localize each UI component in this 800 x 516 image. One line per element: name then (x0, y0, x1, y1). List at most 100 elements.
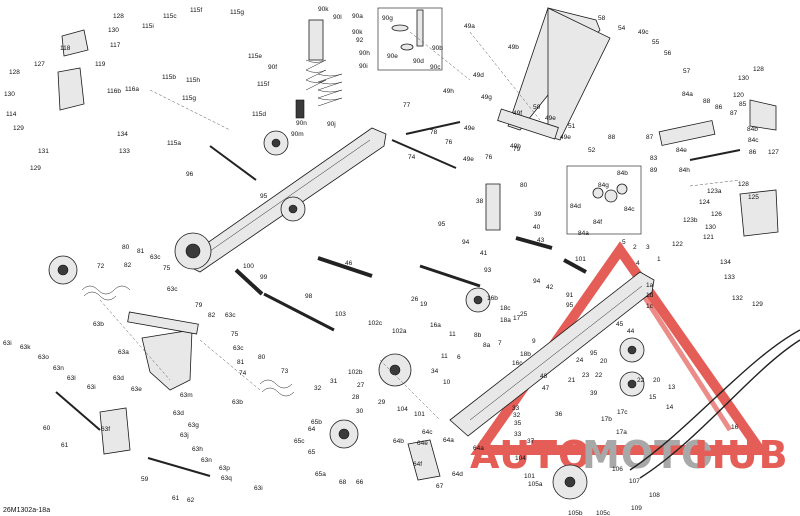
part-callout: 115g (230, 9, 244, 16)
part-callout: 49f (513, 110, 522, 117)
part-callout: 115g (182, 95, 196, 102)
part-callout: 104 (515, 455, 526, 462)
part-callout: 104 (397, 406, 408, 413)
part-callout: 48 (540, 373, 548, 380)
part-callout: 63c (233, 345, 244, 352)
part-callout: 49b (508, 44, 519, 51)
part-callout: 64b (393, 438, 404, 445)
part-callout: 90c (430, 64, 441, 71)
part-callout: 44 (627, 328, 635, 335)
part-callout: 91 (566, 292, 574, 299)
part-callout: 90a (352, 13, 363, 20)
part-callout: 63a (118, 349, 129, 356)
part-callout: 128 (113, 13, 124, 20)
part-callout: 17a (616, 429, 627, 436)
part-callout: 65 (308, 449, 316, 456)
part-callout: 94 (533, 278, 541, 285)
part-callout: 57 (683, 68, 691, 75)
part-callout: 33 (514, 431, 522, 438)
part-callout: 120 (733, 92, 744, 99)
part-callout: 73 (281, 368, 289, 375)
slide-runner (629, 329, 800, 479)
part-callout: 79 (195, 302, 203, 309)
part-callout: 127 (34, 61, 45, 68)
part-callout: 88 (608, 134, 616, 141)
part-callout: 102a (392, 328, 407, 335)
part-callout: 64a (473, 445, 484, 452)
part-callout: 27 (357, 382, 365, 389)
part-callout: 76 (445, 139, 453, 146)
part-callout: 133 (724, 274, 735, 281)
part-callout: 84a (578, 230, 589, 237)
part-callout: 101 (575, 256, 586, 263)
part-callout: 107 (629, 478, 640, 485)
part-callout: 87 (646, 134, 654, 141)
part-callout: 90d (413, 58, 424, 65)
part-callout: 80 (520, 182, 528, 189)
part-callout: 84g (598, 182, 609, 189)
part-callout: 124 (699, 199, 710, 206)
part-callout: 127 (768, 149, 779, 156)
part-callout: 63i (87, 384, 96, 391)
part-callout: 133 (119, 148, 130, 155)
part-callout: 75 (163, 265, 171, 272)
part-callout: 15 (649, 394, 657, 401)
part-callout: 63c (167, 286, 178, 293)
part-callout: 61 (172, 495, 180, 502)
part-callout: 20 (600, 358, 608, 365)
part-callout: 63l (67, 375, 76, 382)
part-callout: 82 (208, 312, 216, 319)
part-callout: 7 (498, 340, 502, 347)
part-callout: 66 (356, 479, 364, 486)
part-callout: 63f (101, 426, 110, 433)
part-callout: 115c (163, 13, 177, 20)
part-callout: 63n (201, 457, 212, 464)
part-callout: 105c (596, 510, 611, 516)
part-callout: 54 (618, 25, 626, 32)
part-callout: 21 (568, 377, 576, 384)
part-callout: 17c (617, 409, 628, 416)
part-callout: 123a (707, 188, 722, 195)
part-callout: 118 (60, 45, 71, 52)
part-callout: 11 (449, 331, 456, 338)
part-callout: 39 (534, 211, 542, 218)
part-callout: 84e (676, 147, 687, 154)
axles (55, 121, 741, 477)
part-callout: 95 (260, 193, 268, 200)
front-shock (295, 19, 327, 119)
part-callout: 18a (500, 317, 511, 324)
part-callout: 84a (682, 91, 693, 98)
part-callout: 16 (731, 424, 739, 431)
leader-lines (99, 31, 741, 421)
part-callout: 56 (664, 50, 672, 57)
part-callout: 51 (568, 123, 576, 130)
part-callout: 129 (752, 301, 763, 308)
part-callout: 86 (715, 104, 723, 111)
part-callout: 63p (219, 465, 230, 472)
part-callout: 84c (748, 137, 759, 144)
part-callout: 37 (527, 438, 535, 445)
part-callout: 90i (359, 63, 368, 70)
part-callout: 125 (748, 194, 759, 201)
part-callout: 84b (747, 126, 758, 133)
part-callout: 105b (568, 510, 583, 516)
part-callout: 90k (352, 29, 363, 36)
part-callout: 16a (430, 322, 441, 329)
part-callout: 3 (646, 244, 650, 251)
part-callout: 17b (601, 416, 612, 423)
part-callout: 99 (260, 274, 268, 281)
part-callout: 100 (243, 263, 254, 270)
part-callout: 101 (524, 473, 535, 480)
part-callout: 42 (546, 284, 554, 291)
part-callout: 47 (542, 385, 550, 392)
part-callout: 123b (683, 217, 698, 224)
part-callout: 90j (327, 121, 336, 128)
part-callout: 109 (631, 505, 642, 512)
part-callout: 130 (4, 91, 15, 98)
part-callout: 46 (345, 260, 353, 267)
part-callout: 49h (510, 143, 521, 150)
part-callout: 35 (514, 420, 522, 427)
part-callout: 78 (430, 129, 438, 136)
part-callout: 130 (738, 75, 749, 82)
part-callout: 32 (513, 412, 521, 419)
